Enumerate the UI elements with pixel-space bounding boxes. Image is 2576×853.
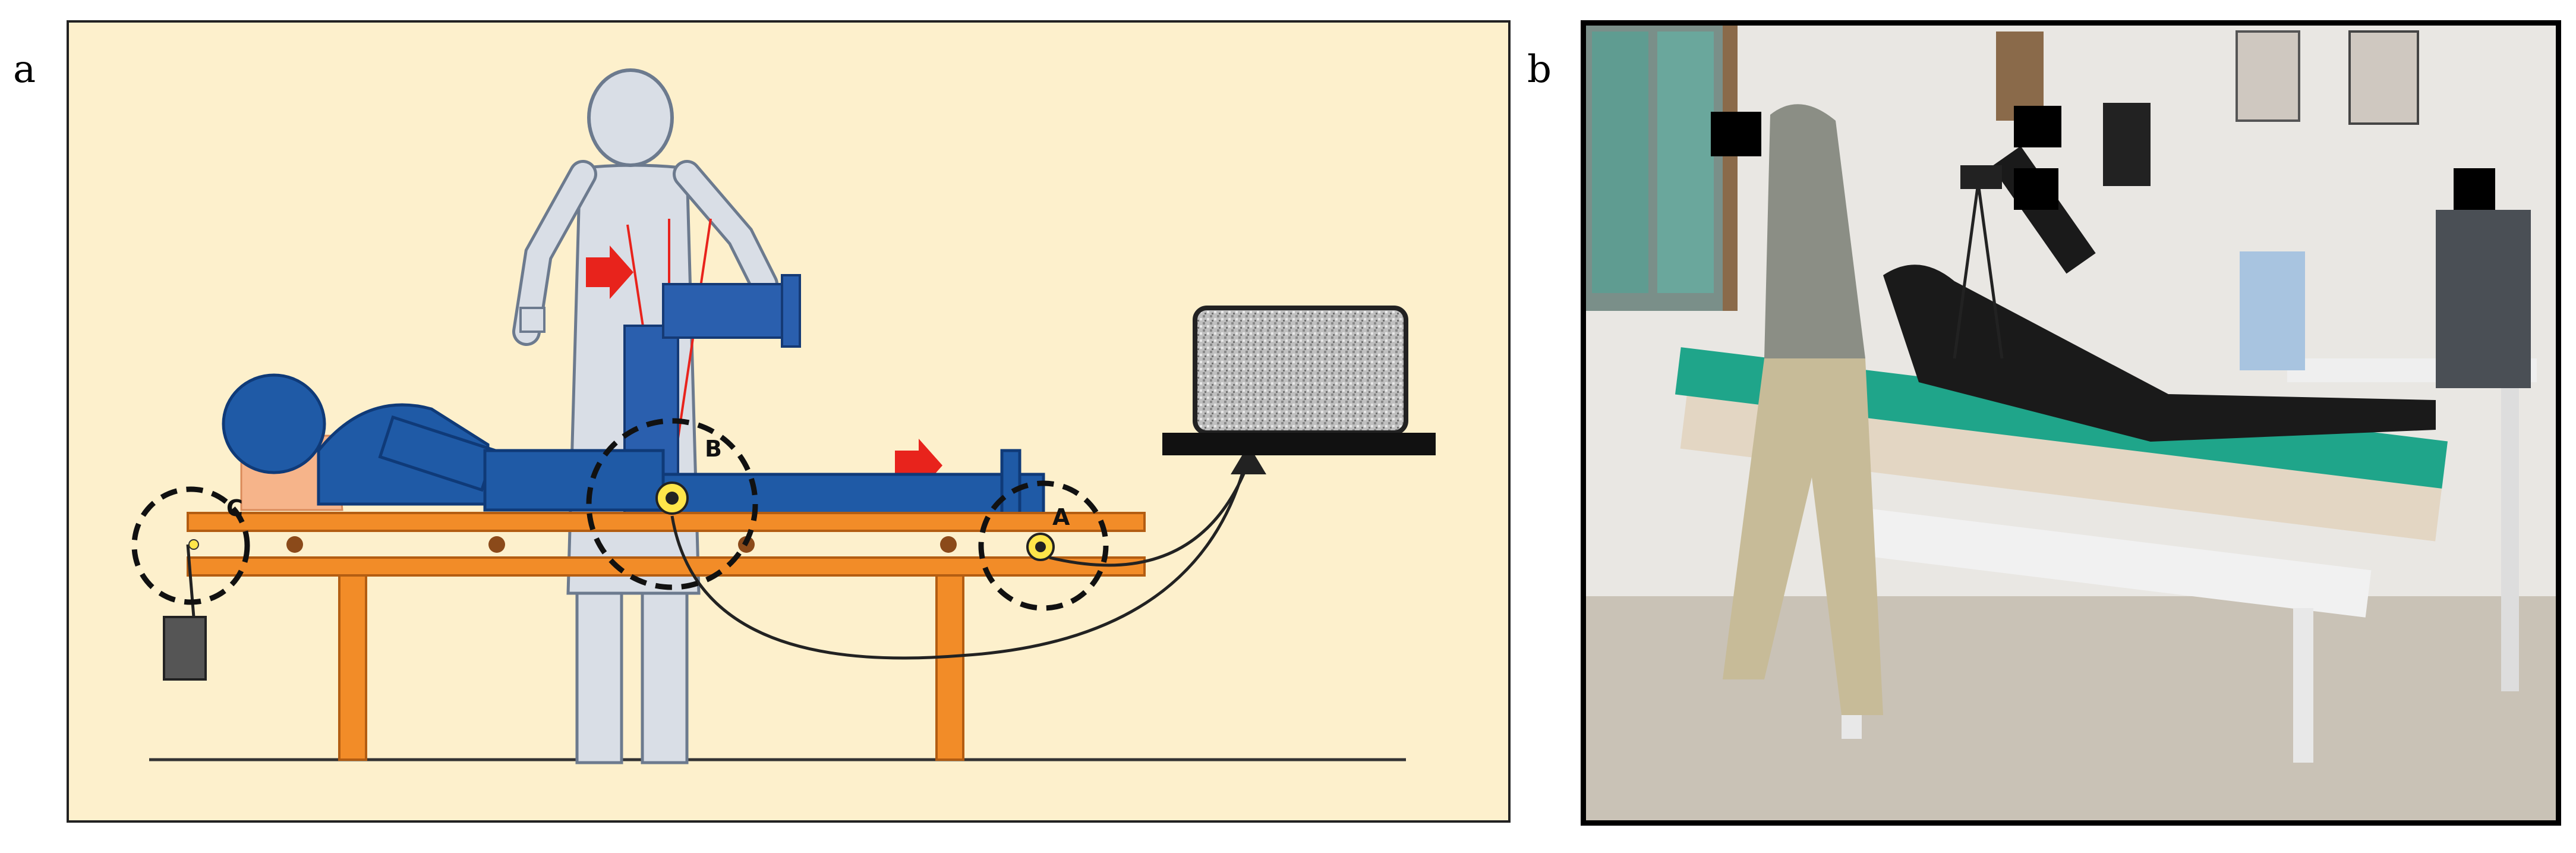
panel-label-b: b	[1527, 48, 1552, 92]
schematic-diagram: C B A	[131, 68, 1436, 764]
signal-arrowhead	[1231, 445, 1266, 474]
load-cell-icon	[1026, 533, 1055, 561]
treatment-table	[187, 512, 1146, 761]
panel-label-a: a	[13, 48, 36, 92]
load-cell-icon	[655, 481, 689, 515]
operator-body	[2103, 103, 2151, 186]
push-arrow-upper	[586, 245, 633, 299]
privacy-block	[2014, 106, 2061, 147]
patient-figure	[222, 373, 1045, 518]
assistant-body	[2240, 251, 2305, 370]
cable	[670, 462, 1247, 660]
clinical-photo	[1586, 26, 2556, 820]
camera-icon	[1960, 165, 2002, 189]
clinician-body	[1764, 104, 1865, 358]
schematic-panel: C B A	[67, 20, 1511, 823]
photo-panel	[1581, 20, 2561, 826]
marker-circle-b	[586, 418, 758, 590]
observer-body	[2436, 210, 2531, 388]
roller	[488, 536, 505, 553]
pulley-icon	[188, 539, 199, 550]
privacy-block	[2454, 168, 2495, 210]
weight-icon	[163, 616, 207, 681]
roller	[286, 536, 303, 553]
foot	[1000, 449, 1021, 518]
privacy-block	[1711, 112, 1761, 156]
marker-label-b: B	[705, 436, 722, 462]
cable	[1049, 462, 1250, 567]
marker-circle-c	[131, 486, 250, 605]
privacy-block	[2014, 168, 2058, 210]
clinician-head	[587, 68, 674, 167]
patient-head	[222, 373, 326, 474]
patient-body	[1883, 265, 2436, 442]
monitor-icon	[1162, 306, 1436, 455]
marker-label-c: C	[226, 495, 243, 521]
marker-circle-a	[978, 480, 1109, 611]
marker-label-a: A	[1052, 504, 1070, 530]
roller	[940, 536, 957, 553]
